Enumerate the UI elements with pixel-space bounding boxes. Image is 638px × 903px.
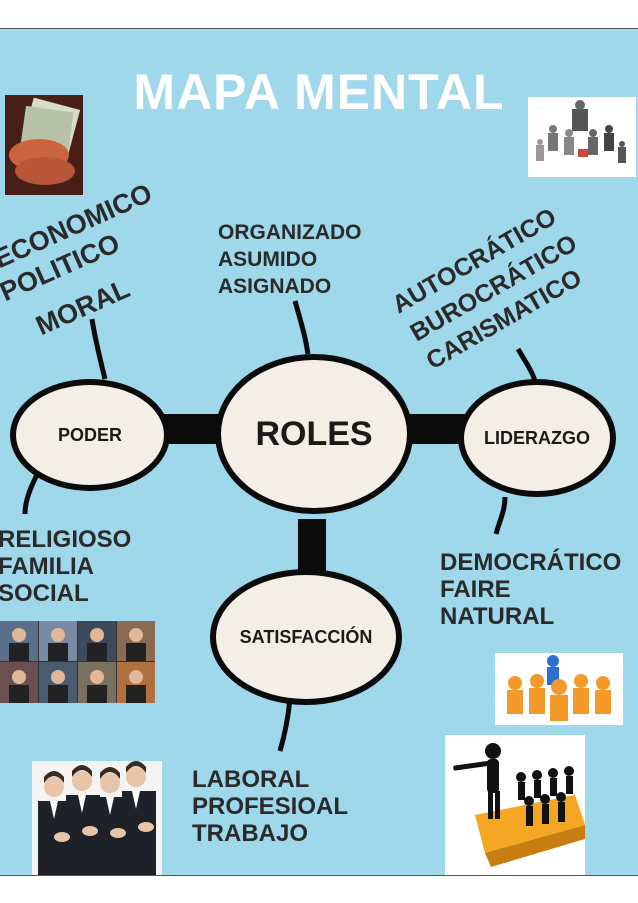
node-liderazgo: LIDERAZGO — [458, 379, 616, 497]
satisfaccion-bottom-item: PROFESIOAL — [192, 793, 349, 820]
business-people-applauding-photo — [32, 761, 162, 875]
poder-bottom-item: SOCIAL — [0, 580, 89, 607]
roles-top-list: ORGANIZADO ASUMIDO ASIGNADO — [218, 219, 362, 300]
satisfaccion-bottom-item: TRABAJO — [192, 820, 309, 847]
liderazgo-bottom-item: NATURAL — [440, 603, 555, 630]
leader-pointing-figures-illustration — [445, 735, 585, 875]
poder-bottom-list: RELIGIOSO FAMILIA SOCIAL — [0, 526, 131, 607]
node-poder: PODER — [10, 379, 170, 491]
node-satisfaccion-label: SATISFACCIÓN — [239, 626, 373, 647]
page-title: MAPA MENTAL — [133, 64, 505, 120]
satisfaccion-bottom-list: LABORAL PROFESIOAL TRABAJO — [192, 766, 348, 847]
poder-bottom-item: RELIGIOSO — [0, 526, 132, 553]
satisfaccion-bottom-item: LABORAL — [192, 766, 310, 793]
liderazgo-bottom-list: DEMOCRÁTICO FAIRE NATURAL — [440, 549, 621, 630]
roles-top-item: ASIGNADO — [218, 275, 332, 298]
liderazgo-bottom-item: DEMOCRÁTICO — [440, 549, 622, 576]
roles-top-item: ASUMIDO — [218, 248, 318, 271]
node-liderazgo-label: LIDERAZGO — [484, 427, 590, 448]
team-figures-illustration — [528, 97, 636, 177]
mind-map-poster: MAPA MENTAL ROLES PODER LIDERAZGO SATISF… — [0, 28, 638, 876]
money-handshake-photo — [5, 95, 83, 195]
node-roles-label: ROLES — [255, 414, 373, 453]
poder-bottom-item: FAMILIA — [0, 553, 94, 580]
liderazgo-bottom-item: FAIRE — [440, 576, 511, 603]
node-roles: ROLES — [215, 354, 413, 514]
roles-top-item: ORGANIZADO — [218, 221, 362, 244]
orange-team-figures-illustration — [495, 653, 623, 725]
node-poder-label: PODER — [57, 424, 122, 445]
node-satisfaccion: SATISFACCIÓN — [210, 569, 402, 705]
politicians-collage-photo — [0, 621, 155, 703]
